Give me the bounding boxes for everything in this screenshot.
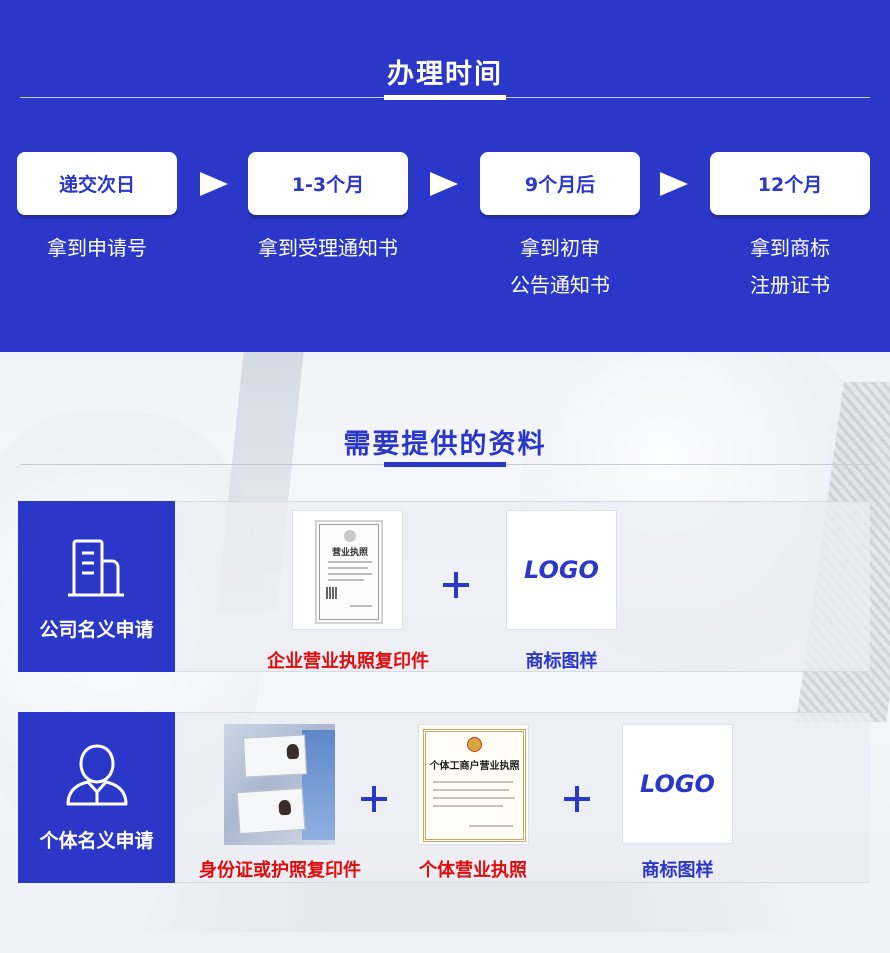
individual-application-text: 个体名义申请 xyxy=(39,830,154,852)
materials-divider-accent xyxy=(384,462,506,467)
processing-time-section: 办理时间 递交次日 1-3个月 9个月后 12个月 拿到申请号 拿到受理通知书 … xyxy=(0,0,890,352)
individual-license-image: 个体工商户营业执照 xyxy=(418,724,529,845)
license-doc-title: 营业执照 xyxy=(331,548,368,558)
step-3-result-line2: 公告通知书 xyxy=(510,273,610,297)
company-application-text: 公司名义申请 xyxy=(39,619,154,641)
arrow-right-icon xyxy=(660,172,688,196)
business-license-caption: 企业营业执照复印件 xyxy=(267,651,429,672)
step-3-time: 9个月后 xyxy=(480,152,640,215)
step-4-result: 拿到商标 注册证书 xyxy=(690,230,890,304)
step-3-result-line1: 拿到初审 xyxy=(520,236,600,260)
step-4-time: 12个月 xyxy=(710,152,870,215)
trademark-sample-image: LOGO xyxy=(506,510,617,630)
license-document: 营业执照 xyxy=(315,520,383,624)
step-2-result-line1: 拿到受理通知书 xyxy=(258,236,398,260)
building-icon xyxy=(68,539,124,597)
trademark-sample-caption: 商标图样 xyxy=(525,651,598,672)
step-4-result-line1: 拿到商标 xyxy=(750,236,830,260)
materials-title: 需要提供的资料 xyxy=(343,429,547,460)
step-1-result-line1: 拿到申请号 xyxy=(47,236,147,260)
individual-application-label: 个体名义申请 xyxy=(18,712,175,883)
arrow-right-icon xyxy=(200,172,228,196)
step-4-result-line2: 注册证书 xyxy=(750,273,830,297)
business-license-image: 营业执照 xyxy=(292,510,403,630)
individual-license-caption: 个体营业执照 xyxy=(419,860,527,881)
person-icon xyxy=(66,744,128,806)
emblem-icon xyxy=(467,737,482,752)
arrow-right-icon xyxy=(430,172,458,196)
plus-icon xyxy=(361,786,387,812)
step-2-time: 1-3个月 xyxy=(248,152,408,215)
individual-license-doc-title: 个体工商户营业执照 xyxy=(429,761,520,772)
step-1-time: 递交次日 xyxy=(17,152,177,215)
title-divider-accent xyxy=(384,95,506,100)
id-copy-caption: 身份证或护照复印件 xyxy=(199,860,361,881)
id-card-photo xyxy=(224,724,335,845)
trademark-sample-caption: 商标图样 xyxy=(641,860,714,881)
plus-icon xyxy=(564,786,590,812)
id-card-back xyxy=(236,787,306,835)
qr-code-icon xyxy=(326,587,338,599)
trademark-sample-image: LOGO xyxy=(622,724,733,844)
logo-placeholder: LOGO xyxy=(524,556,599,584)
emblem-icon xyxy=(344,530,356,542)
id-card-front xyxy=(242,734,308,778)
processing-time-title: 办理时间 xyxy=(387,59,503,90)
plus-icon xyxy=(443,572,469,598)
step-2-result: 拿到受理通知书 xyxy=(228,230,428,267)
step-3-result: 拿到初审 公告通知书 xyxy=(460,230,660,304)
company-application-label: 公司名义申请 xyxy=(18,501,175,672)
logo-placeholder: LOGO xyxy=(640,770,715,798)
step-1-result: 拿到申请号 xyxy=(0,230,197,267)
